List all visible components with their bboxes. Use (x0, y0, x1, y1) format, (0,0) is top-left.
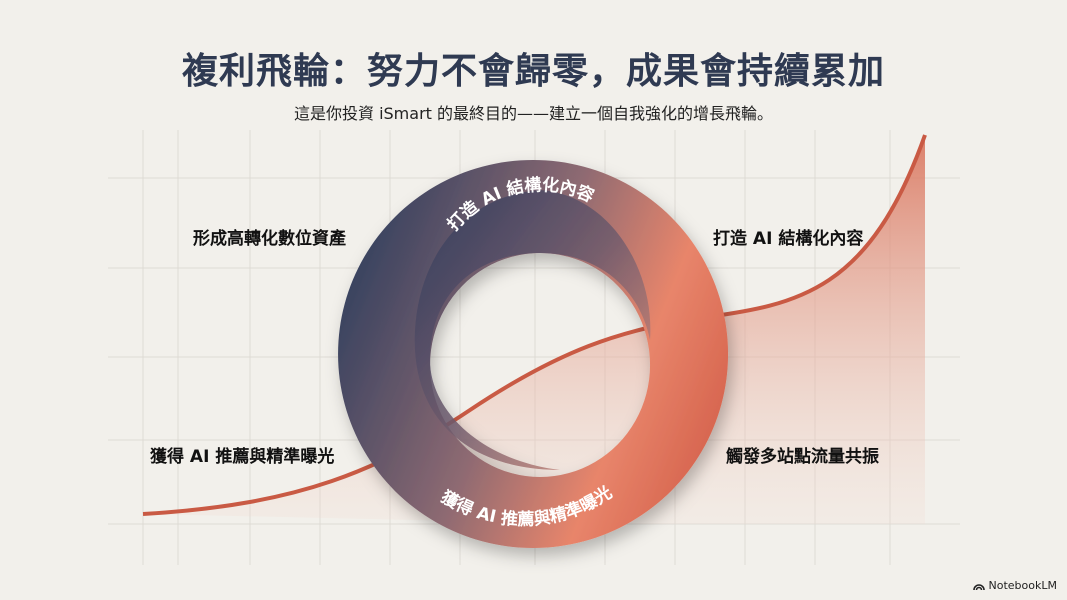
page-subtitle: 這是你投資 iSmart 的最終目的——建立一個自我強化的增長飛輪。 (293, 104, 774, 123)
growth-area (143, 135, 925, 524)
brand-name: NotebookLM (988, 579, 1057, 592)
label-top-left: 形成高轉化數位資產 (193, 229, 346, 249)
label-top-right: 打造 AI 結構化內容 (713, 229, 864, 249)
growth-curve (142, 134, 927, 516)
notebooklm-logo-icon (972, 584, 985, 590)
label-bottom-left: 獲得 AI 推薦與精準曝光 (150, 447, 335, 467)
label-bottom-right: 觸發多站點流量共振 (726, 447, 879, 467)
page-title: 複利飛輪：努力不會歸零，成果會持續累加 (181, 51, 885, 92)
brand-watermark: NotebookLM (972, 579, 1057, 592)
flywheel-ring (338, 160, 729, 548)
